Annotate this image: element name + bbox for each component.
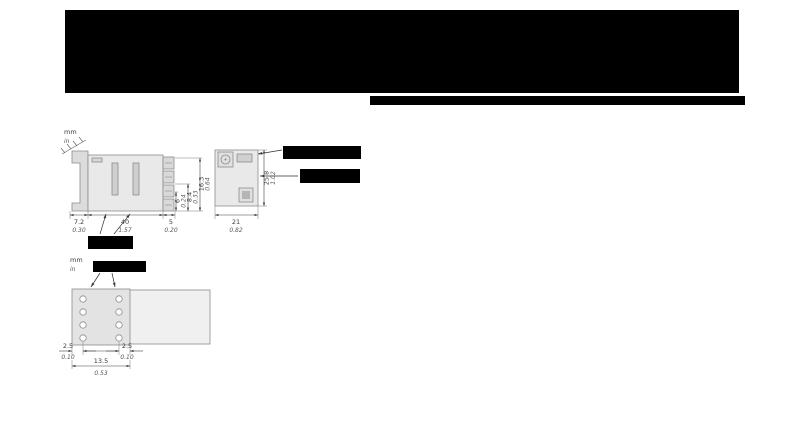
dim-height-low-mm: 6 bbox=[174, 199, 182, 203]
units2-mm-label: mm bbox=[70, 256, 83, 264]
dim-offset-right-in: 0.10 bbox=[120, 354, 134, 361]
front-view-code-square bbox=[238, 187, 254, 203]
dim-height-mid-in: 0.33 bbox=[193, 190, 200, 204]
redacted-callout-arrow-label bbox=[300, 169, 360, 183]
side-view-width-dimensions bbox=[69, 211, 176, 219]
dim-clip-depth-mm: 7.2 bbox=[74, 218, 84, 226]
dim-front-height-mm: 25.8 bbox=[263, 171, 271, 185]
dim-total-width-in: 0.53 bbox=[94, 370, 108, 377]
dim-front-width-mm: 21 bbox=[232, 218, 240, 226]
units-mm-label: mm bbox=[64, 128, 77, 136]
dim-height-total-in: 0.64 bbox=[205, 177, 212, 191]
dim-front-height-in: 1.02 bbox=[270, 171, 277, 185]
dim-terminal-depth-in: 0.20 bbox=[164, 227, 178, 234]
dim-front-width-in: 0.82 bbox=[229, 227, 243, 234]
dim-offset-left-mm: 2.5 bbox=[63, 342, 73, 350]
template-offset-dimensions bbox=[59, 342, 143, 355]
side-view-body bbox=[87, 154, 164, 212]
redacted-callout-bottom bbox=[88, 236, 133, 249]
dim-total-width-mm: 13.5 bbox=[94, 357, 108, 365]
leader-lines-right-callouts bbox=[257, 149, 298, 178]
front-view-height-dimension bbox=[258, 149, 267, 207]
dim-terminal-depth-mm: 5 bbox=[169, 218, 173, 226]
leader-lines-bottom-label bbox=[99, 213, 131, 235]
terminal-blocks bbox=[162, 156, 175, 212]
units2-in-label: in bbox=[70, 266, 76, 273]
redacted-header-block bbox=[65, 10, 739, 93]
template-total-width-dimension bbox=[71, 360, 131, 369]
dimensional-drawing-main: mm in bbox=[60, 128, 298, 235]
drill-holes bbox=[79, 295, 123, 342]
dim-height-total-mm: 16.3 bbox=[198, 177, 206, 191]
dim-clip-depth-in: 0.30 bbox=[72, 227, 86, 234]
front-view-buzzer bbox=[217, 151, 234, 168]
side-view-height-dimensions bbox=[174, 157, 203, 212]
side-view-slot-2 bbox=[132, 162, 140, 196]
dim-offset-left-in: 0.10 bbox=[61, 354, 75, 361]
dim-length-mm: 40 bbox=[121, 218, 129, 226]
drilling-template-drawing: mm in bbox=[59, 256, 211, 377]
leader-lines-template-label bbox=[90, 272, 116, 288]
dim-height-mid-mm: 8.4 bbox=[186, 192, 194, 202]
dim-offset-right-mm: 2.5 bbox=[122, 342, 132, 350]
front-view-width-dimension bbox=[214, 206, 259, 219]
din-rail-clip bbox=[71, 150, 89, 212]
side-view-vent bbox=[91, 157, 103, 163]
units-in-label: in bbox=[64, 138, 70, 145]
front-view-label-window bbox=[236, 153, 253, 163]
dim-length-in: 1.57 bbox=[118, 227, 132, 234]
redacted-callout-template bbox=[93, 261, 146, 272]
dim-height-low-in: 0.24 bbox=[181, 194, 188, 208]
wall-hatching bbox=[60, 136, 87, 155]
redacted-callout-top bbox=[283, 146, 361, 159]
side-view-slot-1 bbox=[111, 162, 119, 196]
redacted-subheader-bar bbox=[370, 96, 745, 105]
